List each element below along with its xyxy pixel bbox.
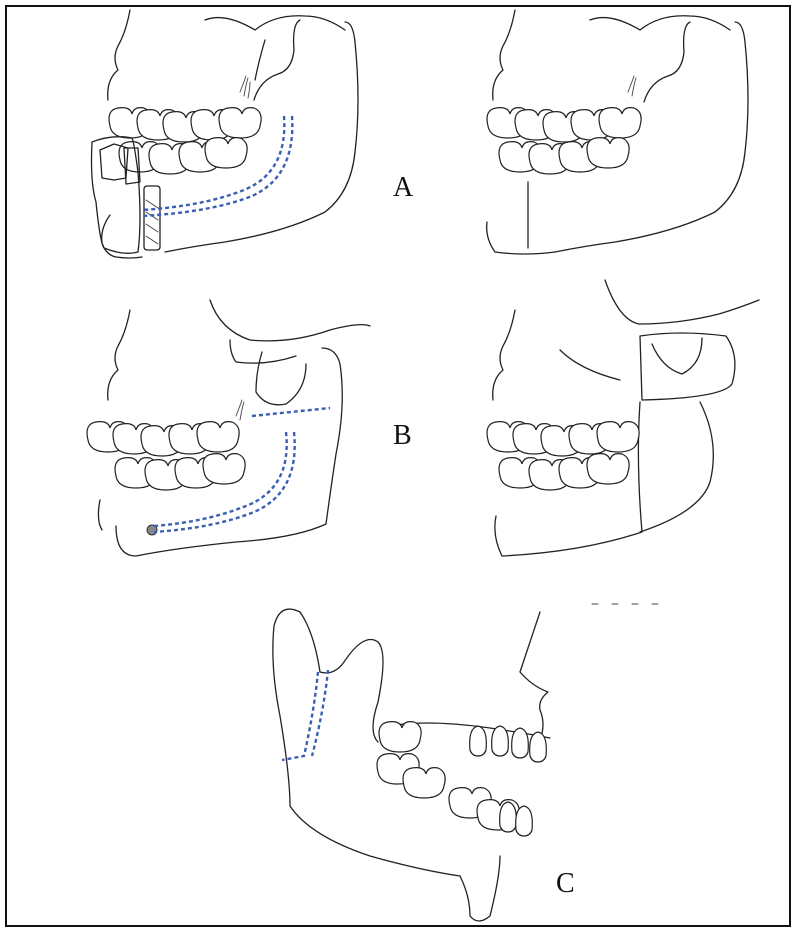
panel-c-jaw bbox=[273, 604, 658, 921]
panel-b-right-jaw bbox=[487, 280, 759, 556]
panel-a-left-jaw bbox=[92, 10, 359, 258]
panel-b-left-jaw bbox=[87, 300, 370, 556]
panel-c-osteotomy-line bbox=[282, 672, 318, 760]
panel-a-right-jaw bbox=[487, 10, 748, 254]
panel-b-horizontal-osteotomy bbox=[252, 408, 330, 416]
